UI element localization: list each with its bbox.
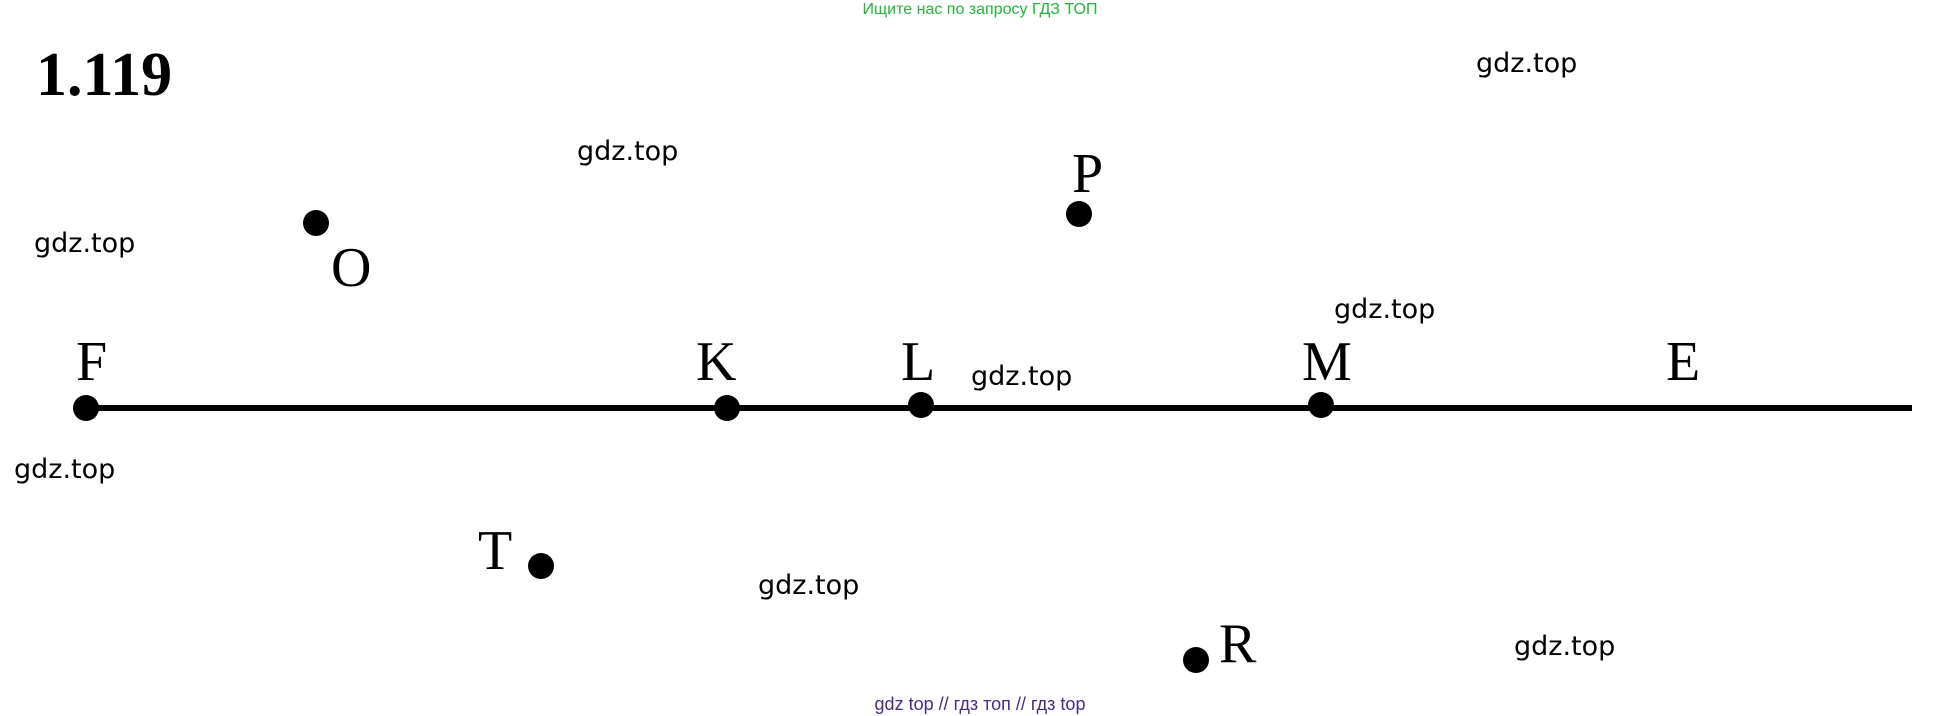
point-r-dot xyxy=(1183,647,1209,673)
watermark: gdz.top xyxy=(34,228,136,259)
watermark: gdz.top xyxy=(577,136,679,167)
point-k-dot xyxy=(714,395,740,421)
label-f: F xyxy=(76,331,107,393)
header-search-hint: Ищите нас по запросу ГДЗ ТОП xyxy=(862,1,1098,18)
point-t-dot xyxy=(528,553,554,579)
point-o-dot xyxy=(303,210,329,236)
watermark: gdz.top xyxy=(1514,631,1616,662)
point-f-dot xyxy=(73,395,99,421)
watermark: gdz.top xyxy=(1476,48,1578,79)
label-t: T xyxy=(478,520,512,582)
problem-number: 1.119 xyxy=(36,41,173,109)
point-m-dot xyxy=(1308,392,1334,418)
point-p-dot xyxy=(1066,201,1092,227)
label-e: E xyxy=(1666,331,1700,393)
label-r: R xyxy=(1219,613,1257,675)
label-l: L xyxy=(901,331,935,393)
label-k: K xyxy=(696,331,736,393)
label-p: P xyxy=(1072,143,1103,205)
point-l-dot xyxy=(908,392,934,418)
label-o: O xyxy=(331,237,371,299)
watermark: gdz.top xyxy=(758,570,860,601)
watermark: gdz.top xyxy=(1334,294,1436,325)
watermark: gdz.top xyxy=(971,361,1073,392)
watermark: gdz.top xyxy=(14,454,116,485)
label-m: M xyxy=(1302,331,1352,393)
footer-watermark: gdz top // гдз топ // гдз top xyxy=(874,694,1086,714)
